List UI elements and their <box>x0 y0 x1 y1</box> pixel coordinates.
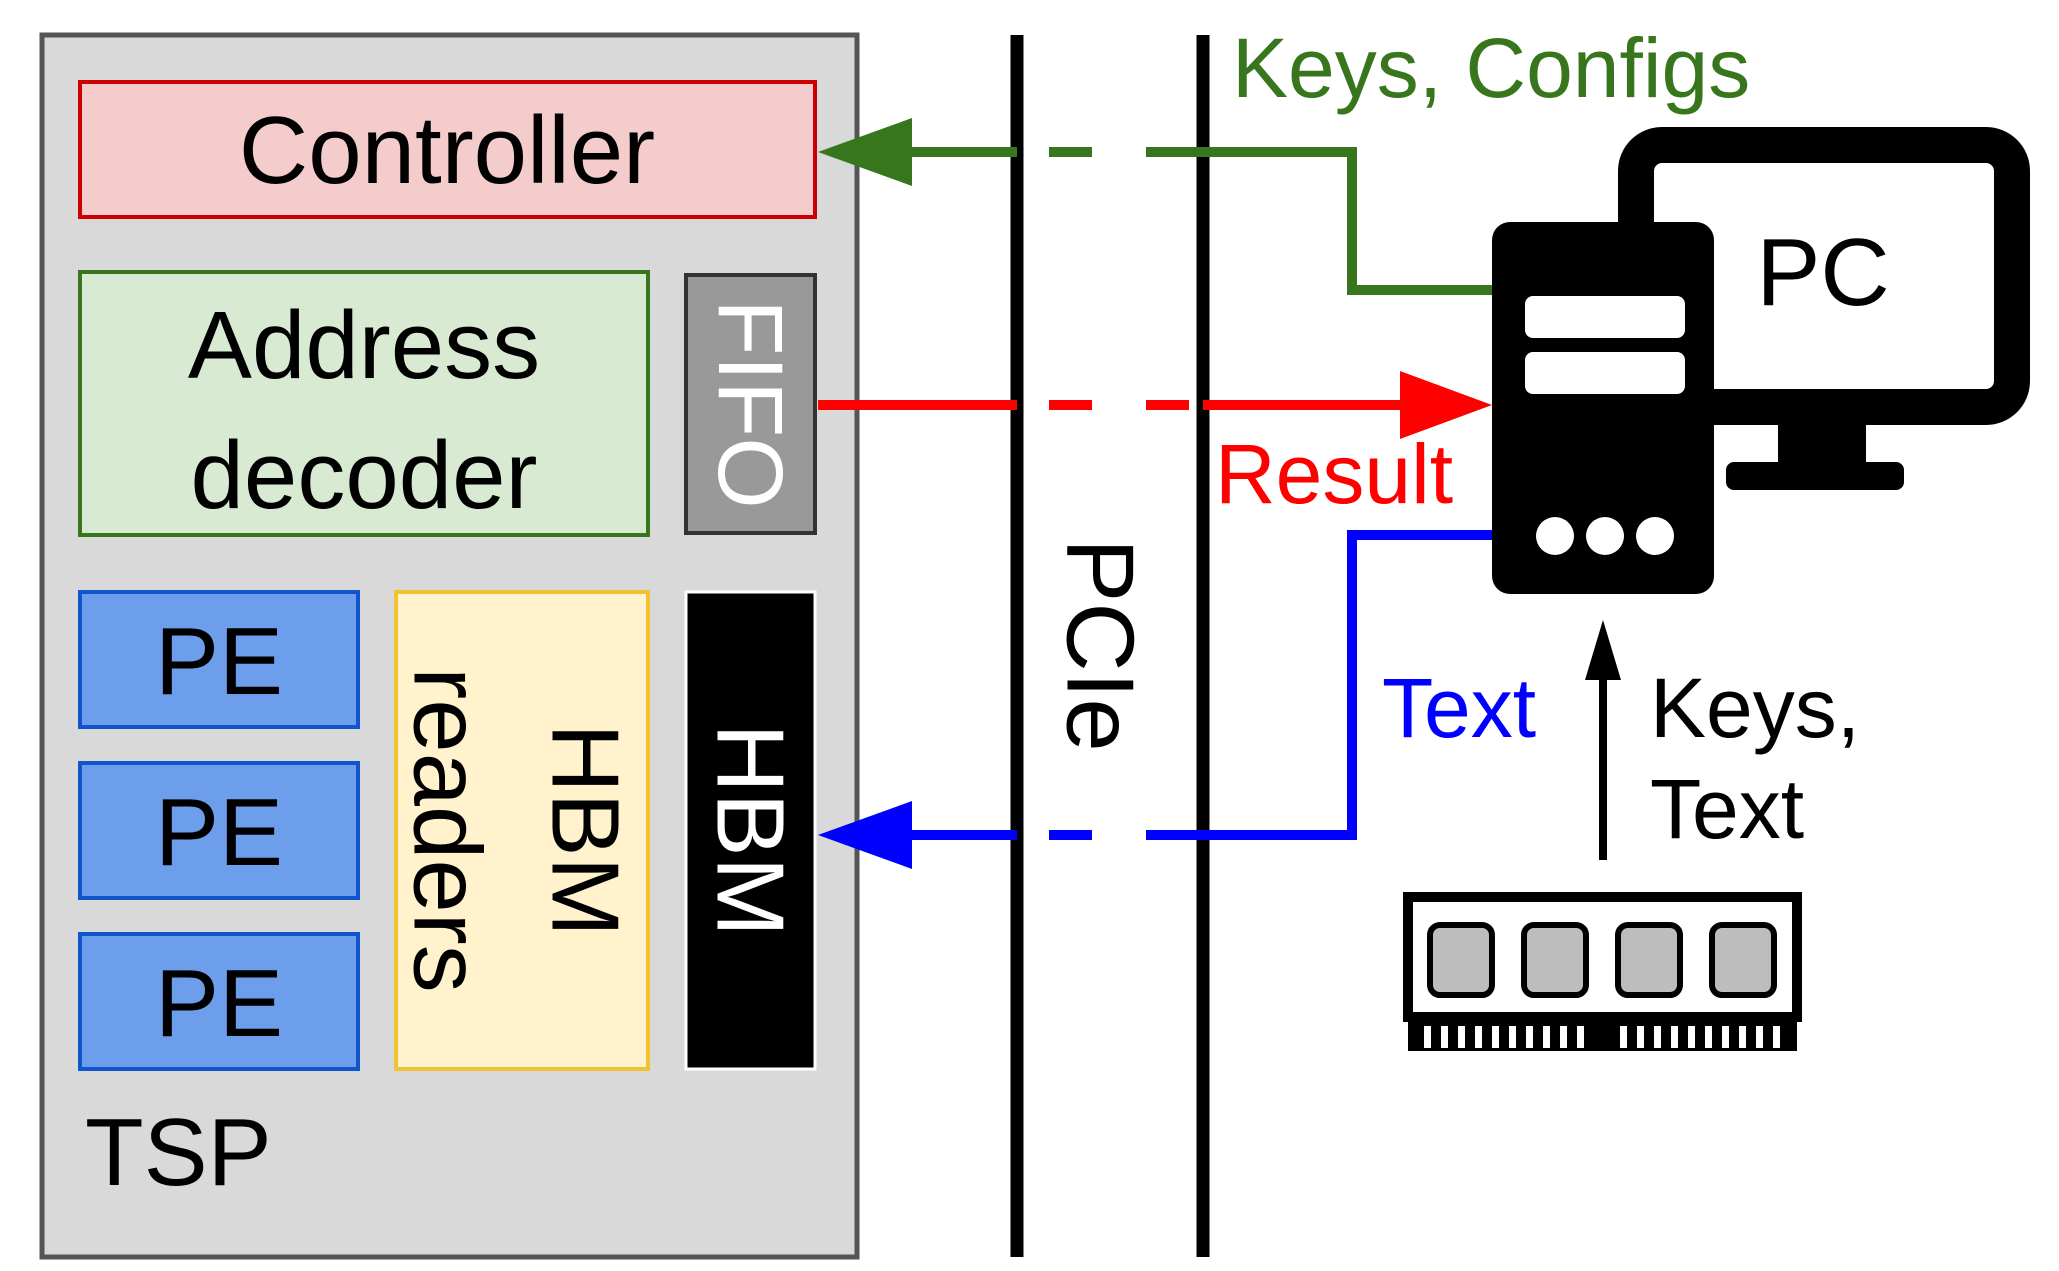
hbm-box <box>684 590 817 1071</box>
hbm-readers-label-line1: HBM <box>532 723 639 936</box>
hbm-readers-label-line2: readers <box>394 667 501 993</box>
keys-configs-line-right <box>1146 147 1496 295</box>
fifo-label: FIFO <box>699 299 801 509</box>
hbm-label: HBM <box>697 723 804 936</box>
pe-label-2: PE <box>155 779 283 886</box>
controller-label: Controller <box>239 97 655 204</box>
memory-module-icon <box>1403 892 1802 1051</box>
pe-box-2 <box>78 761 360 900</box>
address-decoder-label-line2: decoder <box>191 422 538 529</box>
text-arrowhead <box>818 801 912 869</box>
keys-configs-arrowhead <box>818 118 912 186</box>
pe-label-3: PE <box>155 950 283 1057</box>
keys-text-label-line2: Text <box>1650 762 1804 856</box>
tsp-label: TSP <box>85 1099 272 1206</box>
keys-configs-label: Keys, Configs <box>1232 21 1750 115</box>
memory-arrow-head <box>1585 620 1621 680</box>
pc-tower-icon <box>1492 222 1714 594</box>
pe-box-3 <box>78 932 360 1071</box>
address-decoder-label-line1: Address <box>188 292 540 399</box>
text-line-right <box>1146 530 1496 840</box>
fifo-box <box>684 273 817 535</box>
pc-label: PC <box>1756 219 1889 326</box>
pc-monitor-icon <box>1618 127 2030 490</box>
controller-box <box>78 80 817 219</box>
pcie-label: PCIe <box>1047 538 1154 751</box>
text-label: Text <box>1382 661 1536 755</box>
result-label: Result <box>1215 427 1453 521</box>
hbm-readers-box <box>394 590 650 1071</box>
pe-box-1 <box>78 590 360 729</box>
keys-text-label-line1: Keys, <box>1650 661 1860 755</box>
address-decoder-box <box>78 270 650 537</box>
result-arrowhead <box>1400 371 1492 439</box>
pe-label-1: PE <box>155 608 283 715</box>
